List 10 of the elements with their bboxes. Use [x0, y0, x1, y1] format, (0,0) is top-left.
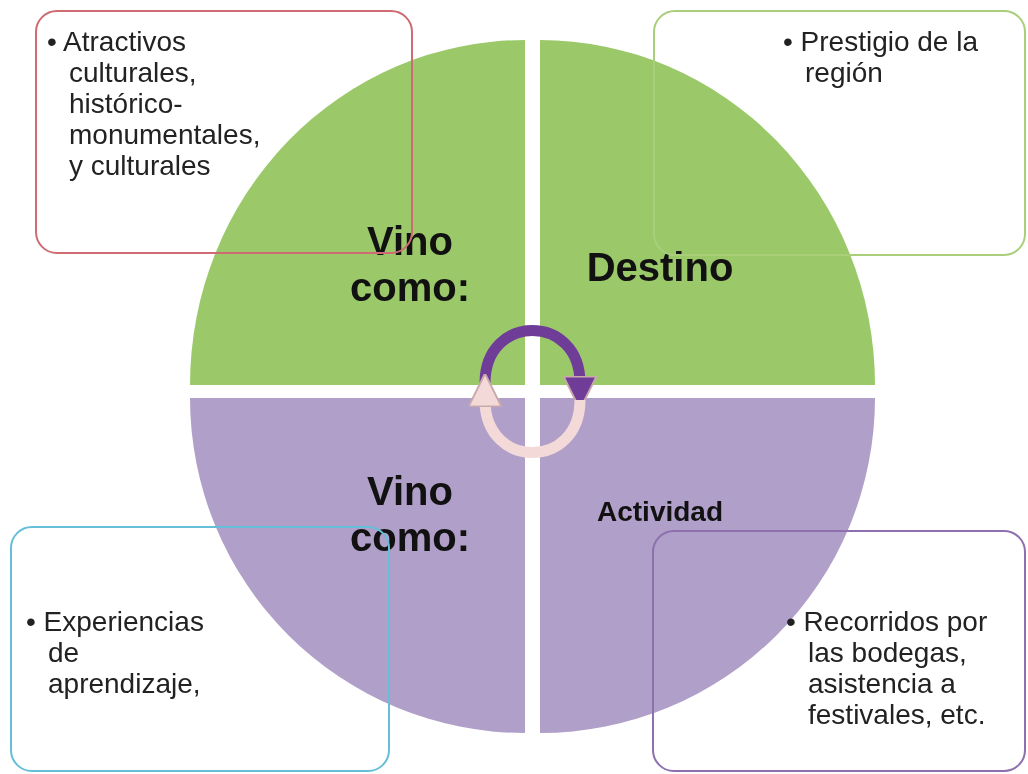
bullet-text: • Recorridos por las bodegas, asistencia a festivales, etc. [786, 606, 989, 730]
quadrant-title: Actividad [596, 496, 724, 529]
quadrant-title: Destino [585, 244, 735, 290]
curved-arrow [468, 372, 586, 458]
bullet-text: • Atractivos culturales, histórico-monumentales, y culturales [47, 26, 262, 181]
bullet-text: • Prestigio de la región [783, 26, 979, 88]
bullet-text: • Experiencias de aprendizaje, [26, 606, 205, 699]
quadrant-title: Vino como: [349, 218, 471, 310]
quadrant-title: Vino como: [349, 468, 471, 560]
text-box [652, 530, 1026, 772]
